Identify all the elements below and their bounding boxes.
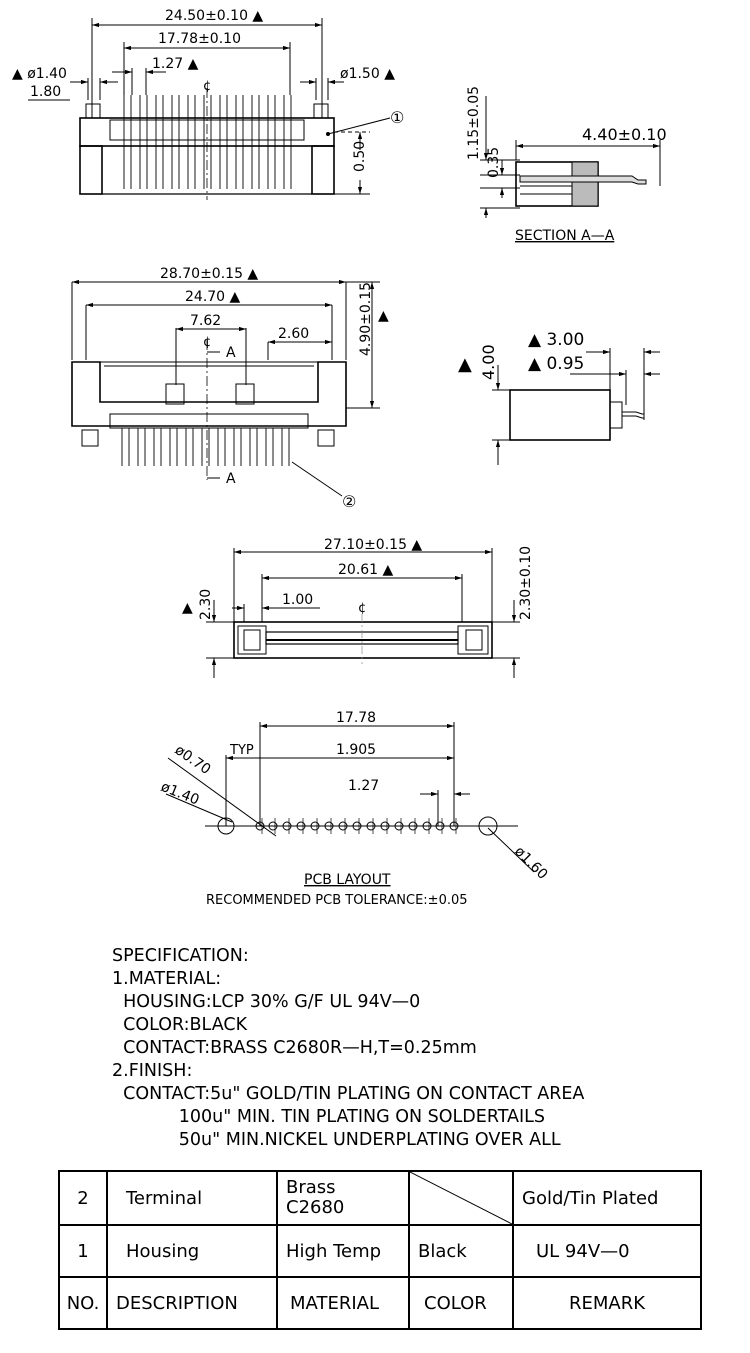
top-dim-pins: 7.62 xyxy=(190,313,221,329)
side-view-labels: 4.00 ▲ ▲ 3.00 ▲ 0.95 xyxy=(458,330,584,380)
top-section-mark-upper: A xyxy=(226,345,236,361)
front-dim-height: 0.50 xyxy=(352,141,368,172)
side-view xyxy=(492,348,660,465)
pcb-layout xyxy=(165,722,535,873)
front-centerline-mark: ¢ xyxy=(203,79,211,94)
table-row: 2 Terminal Brass C2680 Gold/Tin Plated xyxy=(58,1170,702,1226)
section-dim-length: 4.40±0.10 xyxy=(582,125,667,144)
front-dim-offset: 1.80 xyxy=(30,84,61,100)
front-dim-pitch: 1.27 ▲ xyxy=(152,56,199,72)
bottom-dim-overall: 27.10±0.15 ▲ xyxy=(324,537,422,553)
pcb-dim-first: 1.905 xyxy=(336,742,376,758)
bom-table: 2 Terminal Brass C2680 Gold/Tin Plated 1… xyxy=(58,1170,702,1330)
spec-color: COLOR:BLACK xyxy=(112,1015,248,1035)
bom-cell-no: 2 xyxy=(58,1170,108,1226)
table-header-row: NO. DESCRIPTION MATERIAL COLOR REMARK xyxy=(58,1276,702,1330)
bom-cell-description: Terminal xyxy=(106,1170,278,1226)
bom-cell-remark: UL 94V—0 xyxy=(512,1224,702,1278)
pcb-dim-hole-right: ø1.60 xyxy=(511,844,550,883)
bottom-view-labels: 27.10±0.15 ▲ 20.61 ▲ 1.00 2.30 ▲ 2.30±0.… xyxy=(182,537,534,620)
section-view-labels: 1.15±0.05 0.35 4.40±0.10 SECTION A—A xyxy=(466,86,667,244)
pcb-dim-span: 17.78 xyxy=(336,710,376,726)
bom-header-color: COLOR xyxy=(408,1276,514,1330)
pcb-tolerance: RECOMMENDED PCB TOLERANCE:±0.05 xyxy=(206,893,468,908)
bom-header-material: MATERIAL xyxy=(276,1276,410,1330)
spec-material-heading: 1.MATERIAL: xyxy=(112,969,222,989)
bottom-left-mark: ▲ xyxy=(182,600,193,616)
bom-cell-color: Black xyxy=(408,1224,514,1278)
bottom-centerline-mark: ¢ xyxy=(358,601,366,616)
bom-cell-no: 1 xyxy=(58,1224,108,1278)
top-section-mark-lower: A xyxy=(226,471,236,487)
section-dim-height: 1.15±0.05 xyxy=(466,86,482,160)
spec-finish-heading: 2.FINISH: xyxy=(112,1061,193,1081)
pcb-layout-title: PCB LAYOUT xyxy=(304,872,391,888)
pcb-layout-labels: 17.78 TYP 1.905 1.27 ø0.70 ø1.40 ø1.60 P… xyxy=(159,710,551,908)
front-view xyxy=(28,18,391,200)
top-view-labels: 28.70±0.15 ▲ 24.70 ▲ 7.62 2.60 4.90±0.15… xyxy=(160,266,389,511)
side-height-mark: ▲ xyxy=(458,354,472,375)
bom-header-description: DESCRIPTION xyxy=(106,1276,278,1330)
section-dim-small: 0.35 xyxy=(486,147,502,178)
bom-cell-color xyxy=(408,1170,514,1226)
top-view xyxy=(71,279,380,497)
top-dim-side: 2.60 xyxy=(278,326,309,342)
bom-cell-material: High Temp xyxy=(276,1224,410,1278)
callout-2: ② xyxy=(342,492,356,511)
pcb-dim-hole-small: ø0.70 xyxy=(172,742,214,778)
callout-1: ① xyxy=(390,108,404,127)
spec-heading: SPECIFICATION: xyxy=(112,946,249,966)
bottom-dim-right: 2.30±0.10 xyxy=(518,546,534,620)
front-view-labels: 24.50±0.10 ▲ 17.78±0.10 1.27 ▲ ▲ ø1.40 1… xyxy=(12,8,404,172)
pcb-dim-pitch: 1.27 xyxy=(348,778,379,794)
spec-housing: HOUSING:LCP 30% G/F UL 94V—0 xyxy=(112,992,421,1012)
pcb-hole-row xyxy=(255,821,459,831)
pcb-dim-typ: TYP xyxy=(229,743,254,758)
table-row: 1 Housing High Temp Black UL 94V—0 xyxy=(58,1224,702,1278)
side-dim-b: ▲ 0.95 xyxy=(528,354,584,374)
section-title: SECTION A—A xyxy=(515,228,615,244)
top-dim-height: 4.90±0.15 xyxy=(358,282,374,356)
bom-cell-remark: Gold/Tin Plated xyxy=(512,1170,702,1226)
top-height-mark: ▲ xyxy=(378,308,389,324)
spec-contact: CONTACT:BRASS C2680R—H,T=0.25mm xyxy=(112,1038,477,1058)
bom-header-remark: REMARK xyxy=(512,1276,702,1330)
bom-material-line-2: C2680 xyxy=(286,1197,345,1218)
bom-cell-description: Housing xyxy=(106,1224,278,1278)
bom-empty-diagonal xyxy=(410,1172,512,1224)
top-dim-inner: 24.70 ▲ xyxy=(185,289,241,305)
top-centerline-mark: ¢ xyxy=(203,335,211,350)
spec-finish-2: 100u" MIN. TIN PLATING ON SOLDERTAILS xyxy=(112,1107,546,1127)
bom-material-line-1: Brass xyxy=(286,1177,336,1198)
section-view xyxy=(480,96,661,218)
front-dim-pitch-span: 17.78±0.10 xyxy=(158,31,241,47)
front-dim-hole-right: ø1.50 ▲ xyxy=(340,66,395,82)
bottom-dim-inner: 20.61 ▲ xyxy=(338,562,394,578)
specification-block: SPECIFICATION: 1.MATERIAL: HOUSING:LCP 3… xyxy=(112,945,712,1152)
spec-finish-3: 50u" MIN.NICKEL UNDERPLATING OVER ALL xyxy=(112,1130,561,1150)
bom-header-no: NO. xyxy=(58,1276,108,1330)
pcb-dim-hole-left: ø1.40 xyxy=(159,779,202,809)
bom-cell-material: Brass C2680 xyxy=(276,1170,410,1226)
bottom-view xyxy=(206,548,520,678)
front-dim-overall: 24.50±0.10 ▲ xyxy=(165,8,263,24)
front-dim-hole-left: ▲ ø1.40 xyxy=(12,66,67,82)
spec-finish-1: CONTACT:5u" GOLD/TIN PLATING ON CONTACT … xyxy=(112,1084,585,1104)
top-dim-overall: 28.70±0.15 ▲ xyxy=(160,266,258,282)
side-dim-a: ▲ 3.00 xyxy=(528,330,584,350)
side-dim-height: 4.00 xyxy=(479,344,498,380)
bottom-dim-step: 1.00 xyxy=(282,592,313,608)
bottom-dim-left: 2.30 xyxy=(198,589,214,620)
